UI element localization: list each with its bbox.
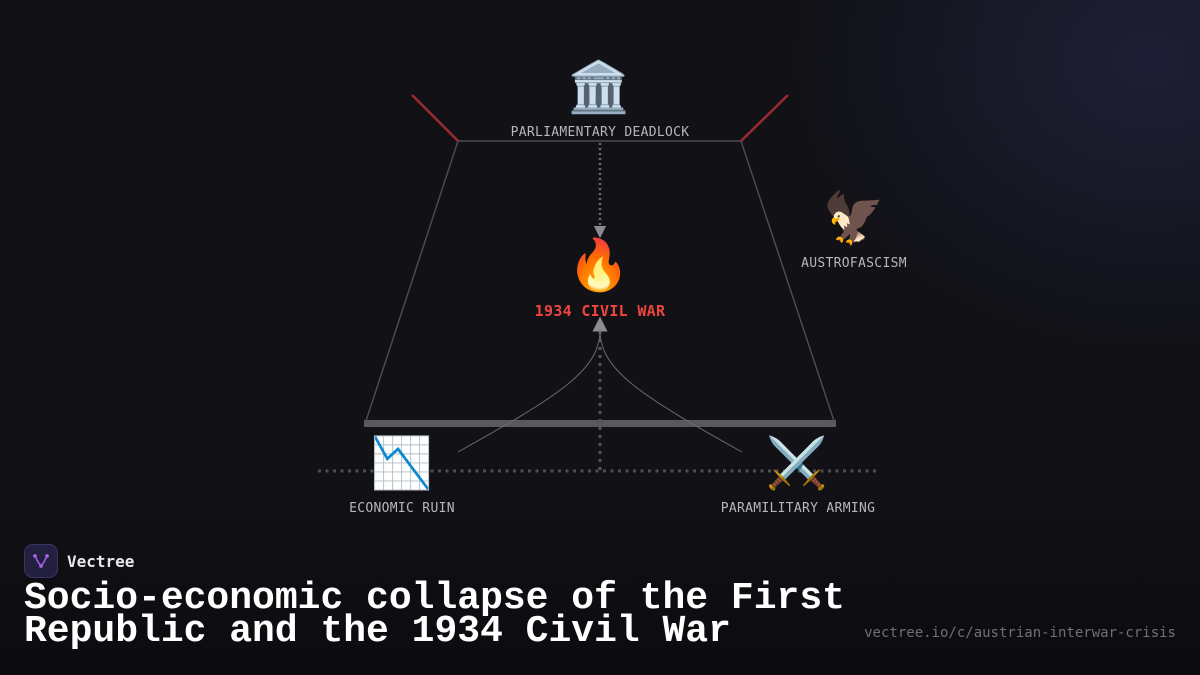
curve-paramilitary-to-war [599,329,743,453]
node-label-paramilitary-arming: PARAMILITARY ARMING [720,501,876,516]
node-label-parliamentary-deadlock: PARLIAMENTARY DEADLOCK [510,125,690,140]
eagle-icon: 🦅 [822,189,886,247]
frame-right-edge [740,140,836,425]
frame-left-edge [364,140,459,425]
crossed-swords-icon: ⚔️ [765,434,829,492]
base-bar [364,420,836,427]
accent-line-right [740,94,789,142]
vectree-logo-icon [24,544,58,578]
fire-icon: 🔥 [567,236,631,294]
node-label-austrofascism: AUSTROFASCISM [801,256,907,271]
node-label-economic-ruin: ECONOMIC RUIN [349,501,455,516]
brand[interactable]: Vectree [24,544,134,578]
chart-decreasing-icon: 📉 [370,434,434,492]
page-title: Socio-economic collapse of the First Rep… [24,577,845,653]
node-label-1934-civil-war: 1934 CIVIL WAR [534,302,666,320]
curve-economic-ruin-to-war [457,329,601,453]
accent-line-left [411,94,459,142]
brand-name: Vectree [67,551,135,571]
source-url[interactable]: vectree.io/c/austrian-interwar-crisis [864,625,1176,641]
classical-building-icon: 🏛️ [567,58,631,116]
